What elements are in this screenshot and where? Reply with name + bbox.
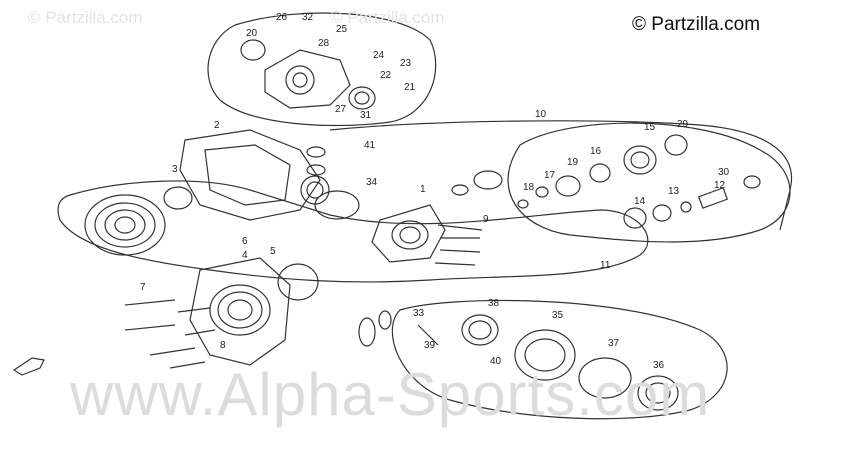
bearing-carrier-1 <box>371 204 446 263</box>
o-ring-5 <box>277 263 319 301</box>
callout-20: 20 <box>246 28 258 39</box>
bolts-9 <box>434 224 483 266</box>
callout-9: 9 <box>483 214 489 225</box>
bolts-7-8 <box>124 299 216 369</box>
callout-39: 39 <box>424 340 436 351</box>
callout-10: 10 <box>535 109 547 120</box>
watermark-top-left: © Partzilla.com <box>28 8 143 27</box>
callout-36: 36 <box>653 360 665 371</box>
callout-11: 11 <box>600 260 611 271</box>
callout-12: 12 <box>714 180 726 191</box>
callout-23: 23 <box>400 58 412 69</box>
callout-7: 7 <box>140 282 146 293</box>
callout-1: 1 <box>420 184 426 195</box>
callout-33: 33 <box>413 308 425 319</box>
callout-19: 19 <box>567 157 579 168</box>
loose-shims <box>306 146 761 347</box>
callout-18: 18 <box>523 182 535 193</box>
callout-28: 28 <box>318 38 330 49</box>
callout-27: 27 <box>335 104 347 115</box>
bottom-inset-parts <box>417 314 679 411</box>
callout-41: 41 <box>364 140 376 151</box>
final-drive-housing <box>179 129 330 221</box>
inset-outline-right <box>507 122 791 243</box>
callout-16: 16 <box>590 146 602 157</box>
base-plate-outline <box>57 180 649 283</box>
callout-25: 25 <box>336 24 348 35</box>
pinion-housing <box>240 39 376 110</box>
callout-4: 4 <box>242 250 248 261</box>
callout-17: 17 <box>544 170 556 181</box>
callout-13: 13 <box>668 186 680 197</box>
callout-26: 26 <box>276 12 288 23</box>
callout-29: 29 <box>677 119 689 130</box>
callout-30: 30 <box>718 167 730 178</box>
callout-5: 5 <box>270 246 276 257</box>
callout-31: 31 <box>360 110 372 121</box>
callout-8: 8 <box>220 340 226 351</box>
watermark-top-center: © Partzilla.com <box>330 8 445 27</box>
inset-outline-bottom <box>391 299 728 420</box>
callout-15: 15 <box>644 122 656 133</box>
callout-32: 32 <box>302 12 314 23</box>
callout-22: 22 <box>380 70 392 81</box>
housing-cover <box>189 257 291 366</box>
front-arrow-icon <box>12 357 45 376</box>
copyright-text: © Partzilla.com <box>632 14 761 35</box>
callout-34: 34 <box>366 177 378 188</box>
inset-outline-top <box>207 12 437 127</box>
callout-38: 38 <box>488 298 500 309</box>
gasket-41 <box>314 190 360 220</box>
callout-21: 21 <box>404 82 416 93</box>
callout-40: 40 <box>490 356 502 367</box>
band-outline <box>329 120 793 231</box>
callout-35: 35 <box>552 310 564 321</box>
o-ring-3 <box>163 186 193 210</box>
callout-37: 37 <box>608 338 620 349</box>
callout-24: 24 <box>373 50 385 61</box>
callout-3: 3 <box>172 164 178 175</box>
right-inset-parts <box>517 134 729 229</box>
callout-2: 2 <box>214 120 220 131</box>
ring-gear <box>84 194 166 256</box>
callout-14: 14 <box>634 196 646 207</box>
callout-6: 6 <box>242 236 248 247</box>
watermark-bottom: www.Alpha-Sports.com <box>70 361 711 428</box>
